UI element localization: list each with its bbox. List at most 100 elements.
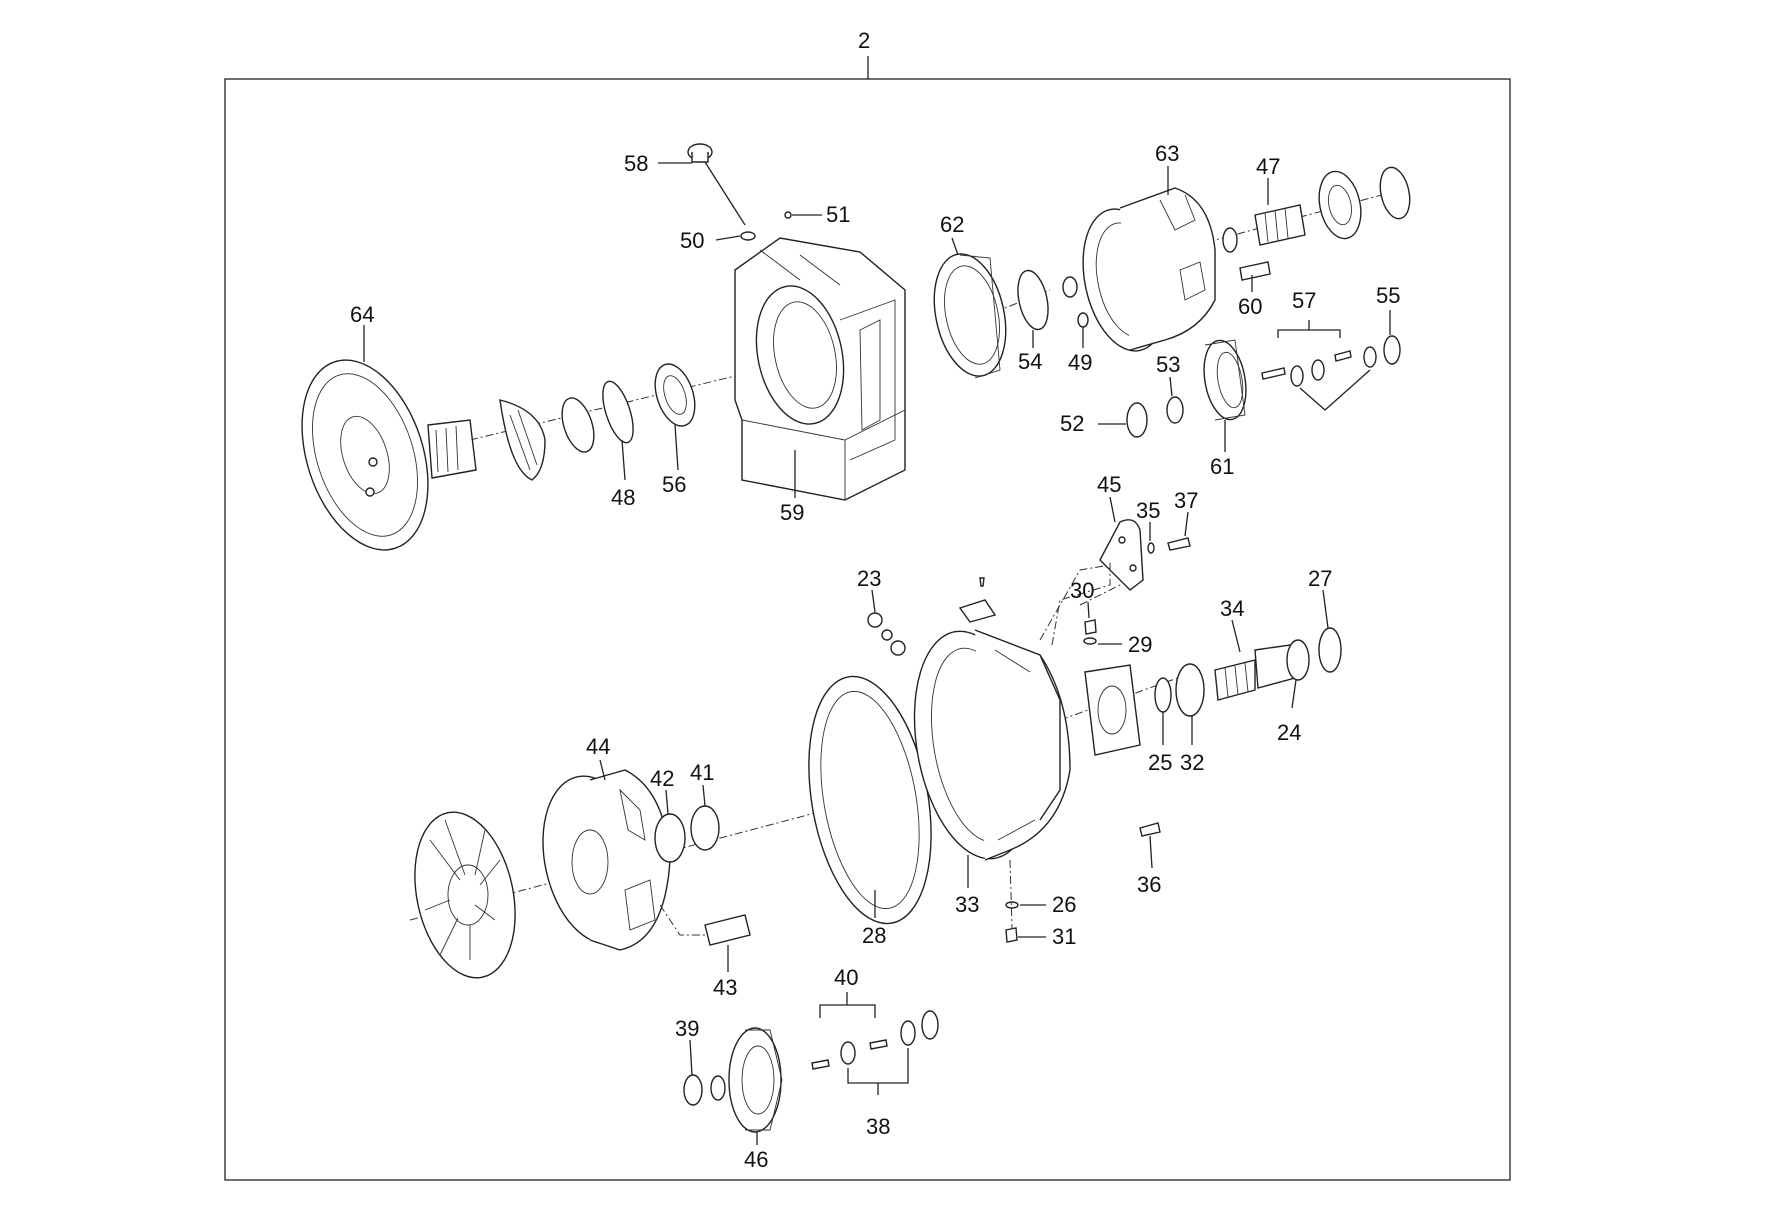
diagram-frame xyxy=(224,78,1511,1181)
callout-43: 43 xyxy=(713,975,737,1000)
washer-part-49 xyxy=(1077,312,1089,328)
callout-63: 63 xyxy=(1155,141,1179,166)
washer-part-53 xyxy=(1166,396,1184,424)
ring-part-57c xyxy=(1290,365,1304,387)
housing-part-33 xyxy=(913,629,1071,861)
callout-61: 61 xyxy=(1210,454,1234,479)
ring-part-55 xyxy=(1383,335,1401,365)
callout-41: 41 xyxy=(690,760,714,785)
callout-36: 36 xyxy=(1137,872,1161,897)
ring-part-25 xyxy=(1154,677,1172,713)
callout-47: 47 xyxy=(1256,154,1280,179)
bolt-part-37 xyxy=(1167,537,1191,551)
callout-40: 40 xyxy=(834,965,858,990)
callout-30: 30 xyxy=(1070,578,1094,603)
ring-part-57d xyxy=(1311,359,1325,381)
planet-gear-part-61 xyxy=(1203,339,1247,421)
pin-part-60 xyxy=(1239,261,1271,281)
screw-part xyxy=(979,577,985,587)
pin-part-57a xyxy=(1261,367,1286,380)
bearing-part-56 xyxy=(654,363,696,427)
callout-46: 46 xyxy=(744,1147,768,1172)
ring-part-38b xyxy=(900,1020,916,1046)
callout-35: 35 xyxy=(1136,498,1160,523)
ring-part xyxy=(561,397,595,453)
washer-part xyxy=(710,1075,726,1101)
pin-part-40b xyxy=(869,1039,888,1050)
callout-44: 44 xyxy=(586,734,610,759)
bolt-part-36 xyxy=(1139,822,1161,837)
callout-56: 56 xyxy=(662,472,686,497)
gear-part-46 xyxy=(728,1027,783,1133)
cone-part xyxy=(499,399,546,481)
callout-31: 31 xyxy=(1052,924,1076,949)
bracket-part-45 xyxy=(1099,519,1144,591)
ring-part-38a xyxy=(840,1041,856,1065)
ring-part-57e xyxy=(1363,346,1377,368)
assembly-label: 2 xyxy=(858,28,870,53)
pin-part-57b xyxy=(1334,350,1352,362)
callout-64: 64 xyxy=(350,302,374,327)
callout-labels: 64 58 50 51 48 56 59 62 54 49 63 47 60 5… xyxy=(350,141,1400,1172)
callout-53: 53 xyxy=(1156,352,1180,377)
plug-part-31 xyxy=(1005,927,1018,943)
plug-part-23b xyxy=(881,629,893,641)
callout-49: 49 xyxy=(1068,350,1092,375)
callout-55: 55 xyxy=(1376,283,1400,308)
plug-part-23c xyxy=(890,640,906,656)
dipstick-part-58 xyxy=(687,143,746,226)
leader-lines xyxy=(363,162,1391,1145)
callout-60: 60 xyxy=(1238,294,1262,319)
bearing-part-41 xyxy=(690,805,720,851)
callout-48: 48 xyxy=(611,485,635,510)
callout-45: 45 xyxy=(1097,472,1121,497)
plug-part-30 xyxy=(1084,619,1097,635)
callout-54: 54 xyxy=(1018,349,1042,374)
o-ring-part-50 xyxy=(740,231,756,241)
callout-29: 29 xyxy=(1128,632,1152,657)
bearing-part-42 xyxy=(654,813,686,863)
callout-51: 51 xyxy=(826,202,850,227)
callout-57: 57 xyxy=(1292,288,1316,313)
callout-25: 25 xyxy=(1148,750,1172,775)
flange-part-64 xyxy=(301,359,477,551)
callout-27: 27 xyxy=(1308,566,1332,591)
plug-part-23a xyxy=(867,612,883,628)
cover-plate-part xyxy=(414,811,516,979)
ring-part-38c xyxy=(921,1010,939,1040)
washer-part-29 xyxy=(1083,637,1097,645)
callout-28: 28 xyxy=(862,923,886,948)
callout-58: 58 xyxy=(624,151,648,176)
gear-housing-part-59 xyxy=(734,237,906,501)
shaft-part-47 xyxy=(1222,166,1411,253)
cover-gasket-part xyxy=(1084,664,1141,756)
callout-62: 62 xyxy=(940,212,964,237)
washer-part-35 xyxy=(1147,542,1155,554)
callout-32: 32 xyxy=(1180,750,1204,775)
callout-24: 24 xyxy=(1277,720,1301,745)
ring-gear-part-62 xyxy=(933,253,1007,379)
ball-part-51 xyxy=(784,211,792,219)
shaft-part-43 xyxy=(704,914,751,946)
callout-50: 50 xyxy=(680,228,704,253)
planet-carrier-part-44 xyxy=(542,769,671,951)
planet-carrier-part-63 xyxy=(1082,187,1216,352)
seal-part-54 xyxy=(1017,269,1049,331)
ring-part-24 xyxy=(1286,639,1310,681)
spacer-part xyxy=(1062,276,1078,298)
callout-38: 38 xyxy=(866,1114,890,1139)
bearing-part-52 xyxy=(1126,402,1148,438)
snap-ring-part-48 xyxy=(602,380,634,444)
washer-part-26 xyxy=(1005,901,1019,909)
seal-part-27 xyxy=(1318,627,1342,673)
callout-37: 37 xyxy=(1174,488,1198,513)
callout-59: 59 xyxy=(780,500,804,525)
callout-26: 26 xyxy=(1052,892,1076,917)
callout-42: 42 xyxy=(650,766,674,791)
callout-23: 23 xyxy=(857,566,881,591)
callout-33: 33 xyxy=(955,892,979,917)
bearing-part-32 xyxy=(1175,663,1205,717)
callout-34: 34 xyxy=(1220,596,1244,621)
callout-39: 39 xyxy=(675,1016,699,1041)
